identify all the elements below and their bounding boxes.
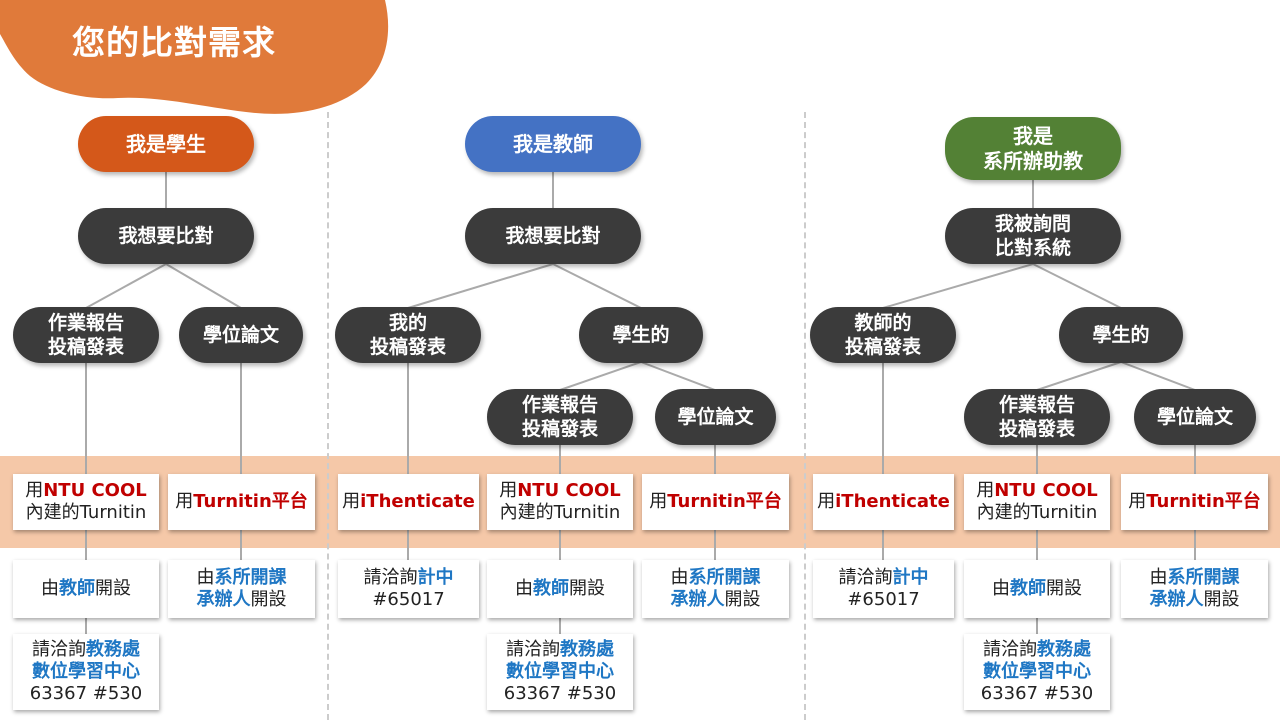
column-divider — [804, 112, 806, 720]
teacher-want-pill: 我想要比對 — [465, 208, 641, 264]
title-banner-shape — [0, 0, 389, 114]
teacher-tool-ithenticate-box: 用iThenticate — [338, 474, 479, 530]
teacher-tool-turnitin-box: 用Turnitin平台 — [642, 474, 789, 530]
assistant-tool-ithenticate-box: 用iThenticate — [813, 474, 954, 530]
student-role-pill: 我是學生 — [78, 116, 254, 172]
assistant-role-pill: 我是 系所辦助教 — [945, 117, 1121, 180]
student-option-assignment-pill: 作業報告 投稿發表 — [13, 307, 159, 363]
student-opened-by-teacher-box: 由教師開設 — [13, 560, 159, 618]
column-divider — [327, 112, 329, 720]
teacher-option-own-publication-pill: 我的 投稿發表 — [335, 307, 481, 363]
teacher-opened-by-dept-box: 由系所開課承辦人開設 — [642, 560, 789, 618]
teacher-option-students-pill: 學生的 — [579, 307, 703, 363]
student-opened-by-dept-box: 由系所開課承辦人開設 — [168, 560, 315, 618]
teacher-opened-by-teacher-box: 由教師開設 — [487, 560, 633, 618]
assistant-option-assignment-pill: 作業報告 投稿發表 — [964, 389, 1110, 445]
student-want-pill: 我想要比對 — [78, 208, 254, 264]
teacher-role-pill: 我是教師 — [465, 116, 641, 172]
assistant-contact-cc-box: 請洽詢計中#65017 — [813, 560, 954, 618]
student-option-thesis-pill: 學位論文 — [179, 307, 303, 363]
assistant-opened-by-dept-box: 由系所開課承辦人開設 — [1121, 560, 1268, 618]
assistant-tool-turnitin-box: 用Turnitin平台 — [1121, 474, 1268, 530]
teacher-option-thesis-pill: 學位論文 — [655, 389, 776, 445]
assistant-opened-by-teacher-box: 由教師開設 — [964, 560, 1110, 618]
teacher-contact-cc-box: 請洽詢計中#65017 — [338, 560, 479, 618]
assistant-option-thesis-pill: 學位論文 — [1134, 389, 1256, 445]
student-tool-turnitin-box: 用Turnitin平台 — [168, 474, 315, 530]
assistant-asked-pill: 我被詢問 比對系統 — [945, 208, 1121, 264]
page-title: 您的比對需求 — [72, 23, 276, 62]
assistant-option-students-pill: 學生的 — [1059, 307, 1183, 363]
assistant-option-teacher-publication-pill: 教師的 投稿發表 — [810, 307, 956, 363]
teacher-option-assignment-pill: 作業報告 投稿發表 — [487, 389, 633, 445]
